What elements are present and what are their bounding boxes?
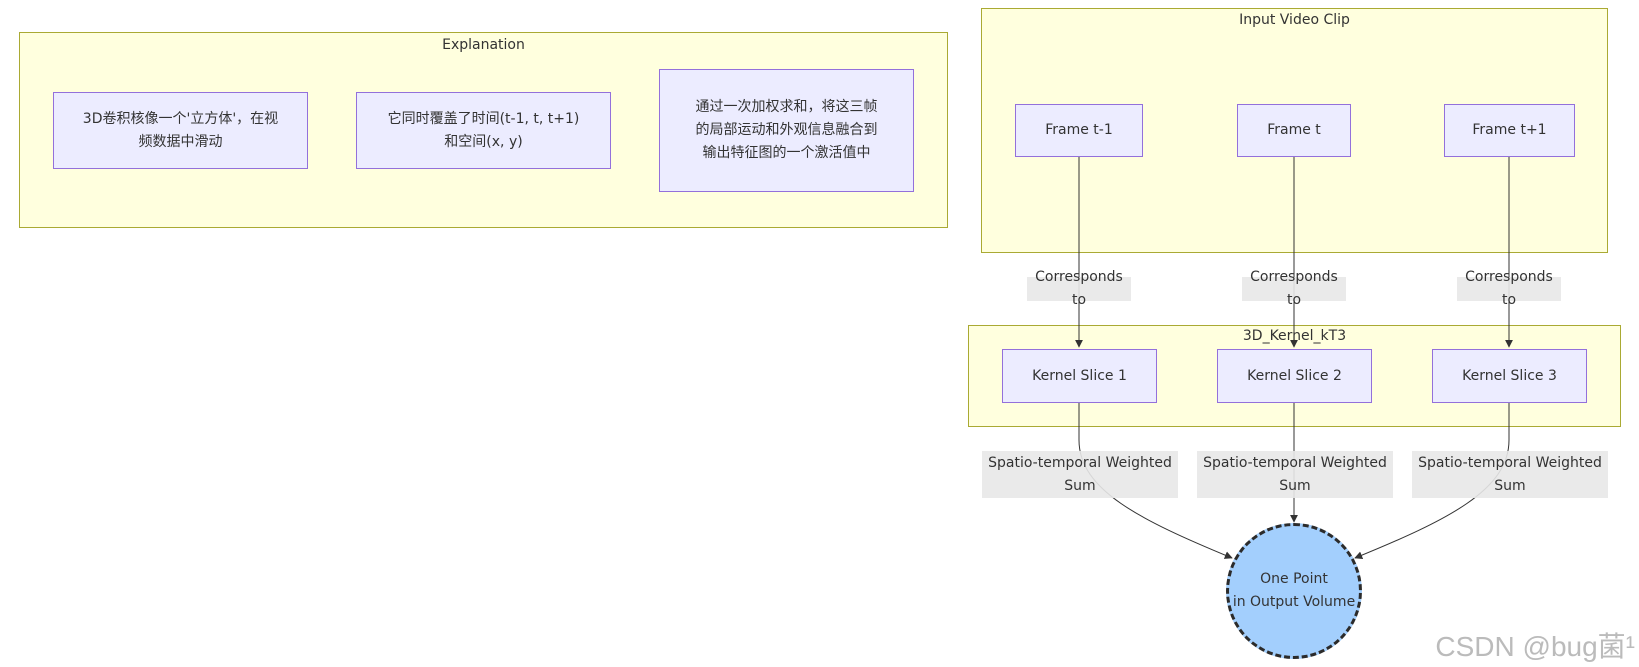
output-line-1: One Point: [1260, 571, 1328, 587]
frame-label-2: Frame t: [1267, 122, 1321, 138]
edge-label-weighted-sum-3: Spatio-temporal Weighted Sum: [1412, 451, 1608, 498]
edge-label-corresponds-1: Corresponds to: [1027, 269, 1131, 308]
watermark: CSDN @bug菌¹: [1435, 631, 1635, 662]
kernel-slice-3: Kernel Slice 3: [1432, 349, 1587, 403]
weighted-sum-1-line1: Spatio-temporal Weighted: [988, 454, 1172, 471]
kernel-slice-1: Kernel Slice 1: [1002, 349, 1157, 403]
weighted-sum-3-line1: Spatio-temporal Weighted: [1418, 454, 1602, 471]
edge-label-corresponds-3: Corresponds to: [1457, 269, 1561, 308]
cluster-title-explanation: Explanation: [442, 37, 525, 53]
edge-slice3-output: [1354, 403, 1510, 559]
weighted-sum-2-line1: Spatio-temporal Weighted: [1203, 454, 1387, 471]
explanation-text-1: 3D卷积核像一个'立方体'，在视频数据中滑动: [82, 110, 279, 150]
edge-label-corresponds-text-1: Corresponds to: [1035, 269, 1123, 308]
kernel-slice-label-2: Kernel Slice 2: [1247, 367, 1342, 384]
edge-label-corresponds-text-2: Corresponds to: [1250, 269, 1338, 308]
cluster-title-input-video-clip: Input Video Clip: [1239, 12, 1350, 28]
explanation-text-3: 通过一次加权求和，将这三帧的局部运动和外观信息融合到输出特征图的一个激活值中: [695, 99, 878, 161]
frame-label-1: Frame t-1: [1045, 122, 1113, 138]
kernel-slice-label-3: Kernel Slice 3: [1462, 367, 1557, 384]
frame-label-3: Frame t+1: [1472, 122, 1547, 138]
edge-label-corresponds-text-3: Corresponds to: [1465, 269, 1553, 308]
output-point-circle: One Point in Output Volume: [1226, 523, 1362, 659]
frame-t: Frame t: [1237, 104, 1351, 157]
edge-label-weighted-sum-2: Spatio-temporal Weighted Sum: [1197, 451, 1393, 498]
explanation-node-1: 3D卷积核像一个'立方体'，在视频数据中滑动: [53, 92, 308, 169]
weighted-sum-2-line2: Sum: [1279, 477, 1311, 494]
kernel-slice-2: Kernel Slice 2: [1217, 349, 1372, 403]
edge-label-corresponds-2: Corresponds to: [1242, 269, 1346, 308]
explanation-text-2: 它同时覆盖了时间(t-1, t, t+1)和空间(x, y): [387, 110, 580, 150]
explanation-node-2: 它同时覆盖了时间(t-1, t, t+1)和空间(x, y): [356, 92, 611, 169]
frame-t-minus-1: Frame t-1: [1015, 104, 1143, 157]
weighted-sum-1-line2: Sum: [1064, 477, 1096, 494]
kernel-slice-label-1: Kernel Slice 1: [1032, 367, 1127, 384]
edge-label-weighted-sum-1: Spatio-temporal Weighted Sum: [982, 451, 1178, 498]
weighted-sum-3-line2: Sum: [1494, 477, 1526, 494]
explanation-node-3: 通过一次加权求和，将这三帧的局部运动和外观信息融合到输出特征图的一个激活值中: [659, 69, 914, 192]
output-line-2: in Output Volume: [1232, 594, 1356, 610]
frame-t-plus-1: Frame t+1: [1444, 104, 1575, 157]
edge-slice1-output: [1078, 403, 1233, 559]
